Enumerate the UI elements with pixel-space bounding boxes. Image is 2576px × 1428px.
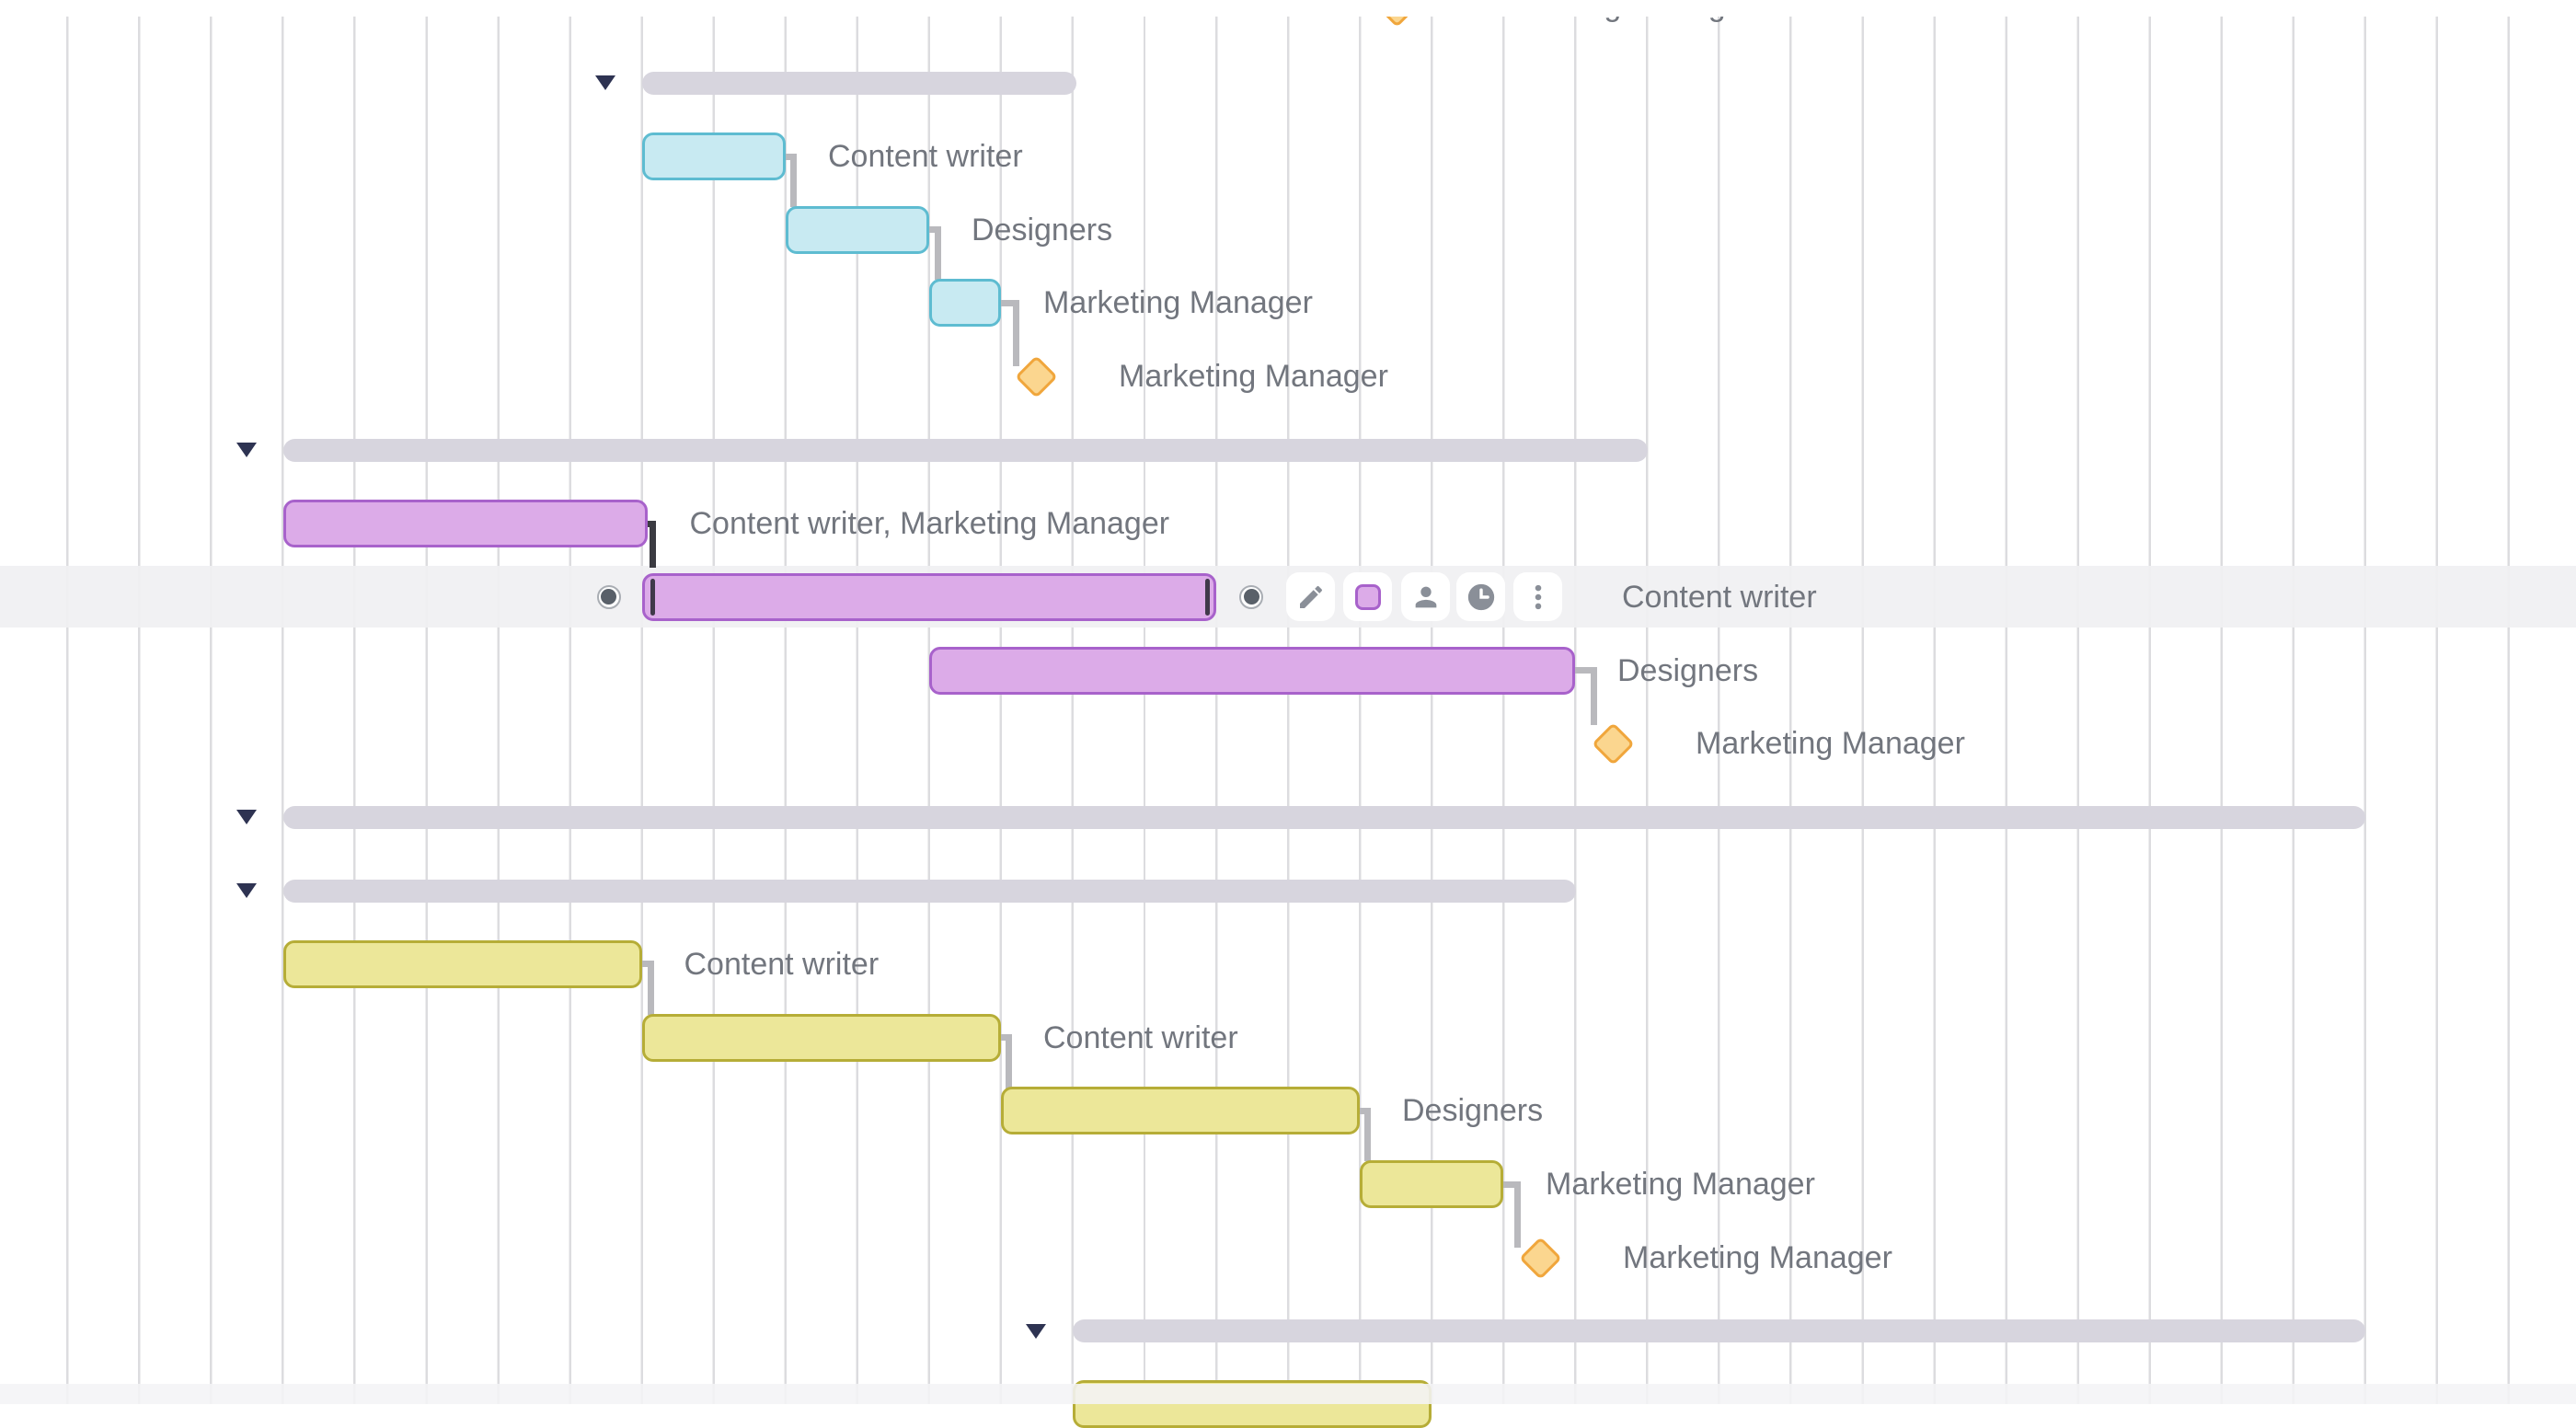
task-label: Marketing Manager (1546, 1167, 1815, 1202)
milestone-label: Marketing Manager (1623, 1240, 1892, 1275)
task-label: Content writer (1043, 1019, 1238, 1055)
task-bar[interactable] (929, 646, 1575, 695)
task-bar[interactable] (786, 205, 929, 254)
dependency-connector (790, 153, 797, 207)
task-bar[interactable] (1360, 1160, 1503, 1208)
bar-resize-handle-left[interactable] (650, 578, 655, 616)
task-label: Designers (1402, 1093, 1544, 1128)
edit-task-button[interactable] (1286, 572, 1335, 621)
dependency-connector (1364, 1107, 1371, 1161)
dependency-connector (1575, 667, 1597, 674)
kebab-menu-icon[interactable] (1513, 572, 1562, 621)
milestone-label: Marketing Manager (1696, 726, 1965, 761)
dependency-connector (650, 520, 656, 568)
dependency-connector (1591, 667, 1597, 725)
collapse-triangle-icon[interactable] (236, 443, 257, 457)
dependency-handle-right[interactable] (1239, 584, 1263, 609)
task-bar[interactable] (1001, 1087, 1360, 1134)
top-clip-overlay (0, 0, 2576, 17)
summary-bar[interactable] (1073, 1319, 2365, 1342)
task-bar[interactable] (929, 279, 1001, 327)
task-bar[interactable] (642, 132, 786, 180)
collapse-triangle-icon[interactable] (236, 883, 257, 898)
dependency-handle-dot (1243, 589, 1259, 605)
color-swatch-icon (1354, 583, 1381, 610)
dependency-handle-dot (601, 589, 616, 605)
kebab-menu-icon (1523, 582, 1554, 613)
task-label: Content writer, Marketing Manager (689, 506, 1170, 541)
dependency-connector (1006, 1034, 1012, 1088)
dependency-connector (1001, 299, 1019, 306)
collapse-triangle-icon[interactable] (595, 75, 615, 90)
collapse-triangle-icon[interactable] (1026, 1323, 1046, 1339)
task-bar-selected[interactable] (642, 572, 1216, 621)
dependency-connector (1503, 1180, 1521, 1188)
color-task-button[interactable] (1343, 572, 1392, 621)
selected-task-label: Content writer (1622, 579, 1817, 615)
person-icon (1410, 582, 1442, 613)
summary-bar[interactable] (282, 805, 2365, 829)
bar-resize-handle-right[interactable] (1205, 578, 1210, 616)
dependency-handle-left[interactable] (596, 584, 621, 609)
dependency-connector (648, 961, 654, 1015)
task-bar[interactable] (282, 939, 642, 988)
task-bar[interactable] (642, 1013, 1001, 1062)
assign-person-button[interactable] (1401, 572, 1450, 621)
task-bar[interactable] (282, 500, 648, 547)
bottom-fade-overlay (0, 1384, 2576, 1404)
task-label: Content writer (684, 946, 880, 982)
clock-icon (1466, 582, 1497, 613)
task-label: Marketing Manager (1043, 285, 1313, 320)
task-label: Content writer (828, 139, 1023, 174)
collapse-triangle-icon[interactable] (236, 810, 257, 824)
dependency-connector (1013, 299, 1019, 366)
summary-bar[interactable] (282, 879, 1576, 903)
task-label: Designers (972, 212, 1113, 248)
task-label: Designers (1617, 652, 1759, 688)
dependency-connector (935, 226, 941, 280)
dependency-connector (1514, 1180, 1521, 1248)
time-log-button[interactable] (1456, 572, 1505, 621)
summary-bar[interactable] (282, 438, 1648, 462)
summary-bar[interactable] (642, 71, 1076, 95)
pencil-icon (1296, 582, 1326, 612)
milestone-label: Marketing Manager (1119, 359, 1388, 394)
